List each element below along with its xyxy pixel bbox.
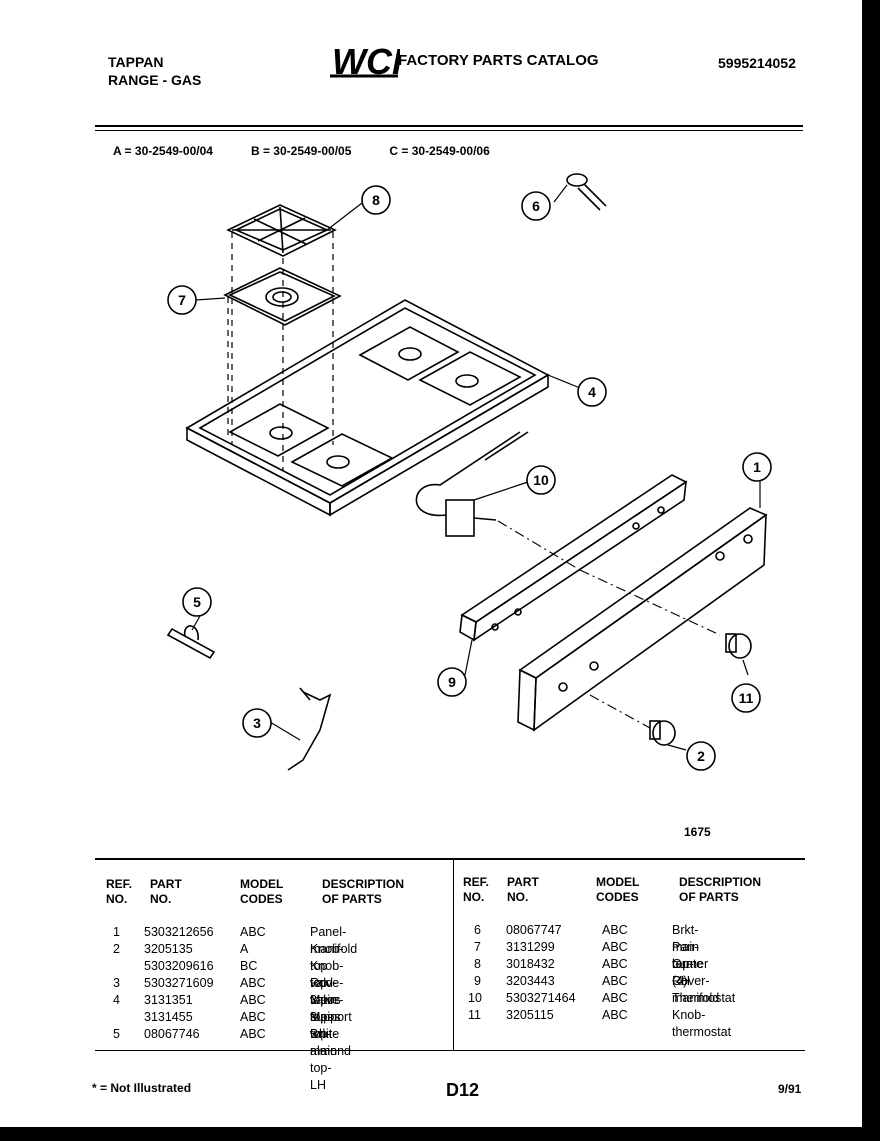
logo-text: WCI — [332, 42, 400, 80]
svg-text:5: 5 — [193, 594, 201, 610]
svg-text:9: 9 — [448, 674, 456, 690]
panel-manifold-drawing — [517, 507, 768, 732]
cover-manifold-drawing — [459, 474, 688, 642]
svg-text:7: 7 — [178, 292, 186, 308]
callout-6: 6 — [521, 191, 551, 221]
callout-3: 3 — [242, 708, 272, 738]
issue-date: 9/91 — [778, 1082, 802, 1096]
callout-5: 5 — [182, 587, 212, 617]
header-rule-thick — [95, 125, 803, 127]
svg-text:10: 10 — [533, 472, 549, 488]
model-code-a: A = 30-2549-00/04 — [113, 144, 213, 158]
page-number: D12 — [446, 1080, 480, 1100]
exploded-parts-diagram: 1 2 3 4 5 6 7 — [166, 173, 772, 771]
rod-top-support-drawing — [287, 687, 332, 771]
wci-logo: WCI — [330, 42, 400, 80]
table-column-divider — [453, 860, 454, 1050]
model-codes-legend: A = 30-2549-00/04 B = 30-2549-00/05 C = … — [113, 144, 490, 158]
callout-1: 1 — [742, 452, 772, 482]
catalog-title: FACTORY PARTS CATALOG — [398, 52, 599, 69]
svg-text:8: 8 — [372, 192, 380, 208]
svg-text:2: 2 — [697, 748, 705, 764]
svg-text:6: 6 — [532, 198, 540, 214]
svg-text:1: 1 — [753, 459, 761, 475]
header-ref-left: REF.NO. — [106, 877, 133, 906]
document-number: 5995214052 — [718, 55, 796, 71]
brand-name: TAPPAN — [108, 54, 164, 70]
table-bottom-rule — [95, 1050, 805, 1051]
model-code-b: B = 30-2549-00/05 — [250, 144, 352, 158]
knob-valve-drawing — [649, 720, 676, 746]
product-heading: TAPPAN RANGE - GAS — [108, 53, 201, 89]
callout-8: 8 — [361, 185, 391, 215]
knob-thermostat-drawing — [725, 633, 752, 659]
figure-code: 1675 — [684, 825, 711, 839]
callout-7: 7 — [167, 285, 197, 315]
burner-pan-drawing — [223, 267, 342, 326]
callout-10: 10 — [526, 465, 556, 495]
header-ref-right: REF.NO. — [463, 875, 490, 904]
callout-4: 4 — [577, 377, 607, 407]
product-type: RANGE - GAS — [108, 72, 202, 88]
catalog-page: TAPPAN RANGE - GAS WCI FACTORY PARTS CAT… — [0, 0, 862, 1127]
model-code-c: C = 30-2549-00/06 — [389, 144, 490, 158]
callout-9: 9 — [437, 667, 467, 697]
svg-text:4: 4 — [588, 384, 596, 400]
grate-drawing — [226, 204, 337, 257]
svg-text:11: 11 — [739, 690, 754, 706]
callout-2: 2 — [686, 741, 716, 771]
not-illustrated-note: * = Not Illustrated — [92, 1081, 192, 1095]
svg-text:3: 3 — [253, 715, 261, 731]
callout-11: 11 — [731, 683, 761, 713]
table-top-rule — [95, 858, 805, 860]
header-rule-thin — [95, 130, 803, 131]
bracket-lh-drawing — [166, 625, 216, 660]
thermostat-drawing — [415, 431, 529, 537]
main-top-drawing — [185, 299, 550, 517]
bracket-rh-drawing — [566, 173, 607, 211]
